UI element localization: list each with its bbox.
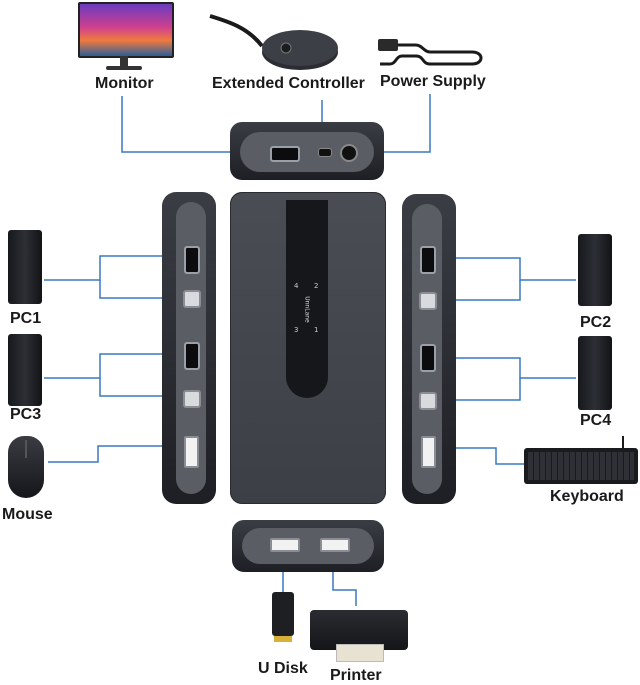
top-port-panel <box>230 122 384 180</box>
label-pc4: PC4 <box>580 412 612 429</box>
pc2-icon <box>578 234 612 306</box>
label-u-disk: U Disk <box>258 660 308 677</box>
pc1-hdmi-port <box>184 246 200 274</box>
wire-keyboard <box>432 447 524 465</box>
hdmi-out-port <box>270 146 300 162</box>
printer-usb-port <box>320 538 350 552</box>
label-pc2: PC2 <box>580 314 612 331</box>
pc2-usb-port <box>419 292 437 310</box>
pc3-usb-port <box>183 390 201 408</box>
left-port-panel <box>162 192 216 504</box>
controller-port <box>318 148 332 157</box>
led-2: 2 <box>314 282 319 290</box>
wire-mouse <box>48 445 186 463</box>
wire-pc3 <box>44 353 186 379</box>
led-3: 3 <box>294 326 299 334</box>
pc4-hdmi-port <box>420 344 436 372</box>
label-mouse: Mouse <box>2 506 53 523</box>
printer-icon <box>310 604 408 662</box>
monitor-icon <box>76 0 174 74</box>
keyboard-icon <box>524 436 638 484</box>
pc1-usb-port <box>183 290 201 308</box>
pc4-icon <box>578 336 612 410</box>
label-printer: Printer <box>330 667 382 684</box>
wire-pc1 <box>44 255 186 281</box>
brand-label: UnnLane <box>303 296 311 323</box>
label-pc3: PC3 <box>10 406 42 423</box>
label-power-supply: Power Supply <box>380 73 486 90</box>
bottom-port-panel <box>232 520 384 572</box>
led-1: 1 <box>314 326 319 334</box>
front-strip: 4 2 UnnLane 3 1 <box>286 200 328 398</box>
label-keyboard: Keyboard <box>550 488 624 505</box>
pc3-icon <box>8 334 42 406</box>
pc1-icon <box>8 230 42 304</box>
wire-pc4 <box>432 357 576 379</box>
extended-controller-icon <box>209 14 338 70</box>
keyboard-usb-port <box>421 436 436 468</box>
power-port <box>340 144 358 162</box>
label-extended-controller: Extended Controller <box>212 75 365 92</box>
pc4-usb-port <box>419 392 437 410</box>
kvm-switch-body: 4 2 UnnLane 3 1 <box>230 192 386 504</box>
mouse-icon <box>8 436 44 498</box>
pc2-hdmi-port <box>420 246 436 274</box>
led-4: 4 <box>294 282 299 290</box>
pc3-hdmi-port <box>184 342 200 370</box>
mouse-usb-port <box>184 436 199 468</box>
wire-pc2 <box>432 257 576 281</box>
udisk-usb-port <box>270 538 300 552</box>
power-supply-icon <box>378 39 483 66</box>
right-port-panel <box>402 194 456 504</box>
label-pc1: PC1 <box>10 310 42 327</box>
udisk-icon <box>272 592 294 648</box>
label-monitor: Monitor <box>95 75 154 92</box>
